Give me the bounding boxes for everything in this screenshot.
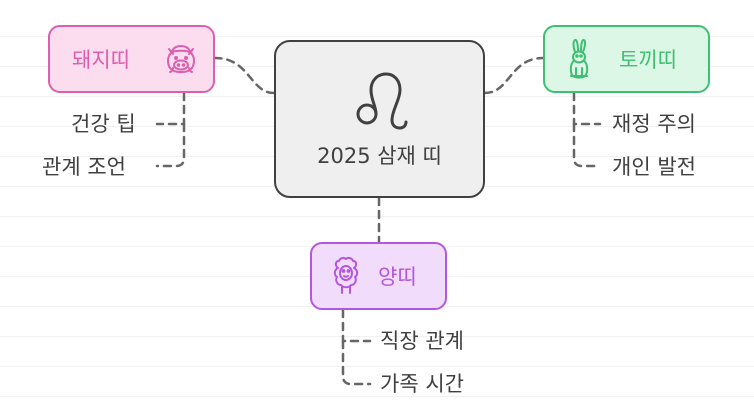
connector-rabbit-child-2 [572, 122, 602, 168]
leaf-sheep-1: 직장 관계 [380, 329, 464, 353]
node-rabbit-label: 토끼띠 [619, 48, 677, 72]
leaf-pig-2: 관계 조언 [42, 155, 126, 179]
leaf-pig-1: 건강 팁 [71, 112, 136, 136]
boar-icon [163, 41, 199, 77]
node-sheep-label: 양띠 [378, 265, 417, 289]
rabbit-icon [565, 38, 593, 80]
connector-sheep-child-1 [341, 308, 372, 343]
node-sheep[interactable]: 양띠 [310, 242, 447, 310]
central-node-label: 2025 삼재 띠 [317, 144, 442, 168]
sheep-icon [328, 256, 364, 296]
connector-rabbit-child-1 [572, 91, 602, 126]
leaf-rabbit-1: 재정 주의 [612, 112, 696, 136]
node-pig-label: 돼지띠 [72, 48, 130, 72]
connector-sheep-child-2 [341, 339, 372, 386]
connector-pig-child-2 [155, 122, 186, 168]
connector-pig-child-1 [155, 91, 186, 126]
connector-center-rabbit [483, 56, 545, 95]
leaf-sheep-2: 가족 시간 [380, 372, 464, 396]
leaf-rabbit-2: 개인 발전 [612, 155, 696, 179]
node-rabbit[interactable]: 토끼띠 [543, 25, 710, 93]
leo-sign-icon [350, 68, 410, 132]
node-pig[interactable]: 돼지띠 [48, 25, 215, 93]
central-node[interactable]: 2025 삼재 띠 [274, 40, 485, 198]
connector-center-pig [213, 56, 276, 95]
